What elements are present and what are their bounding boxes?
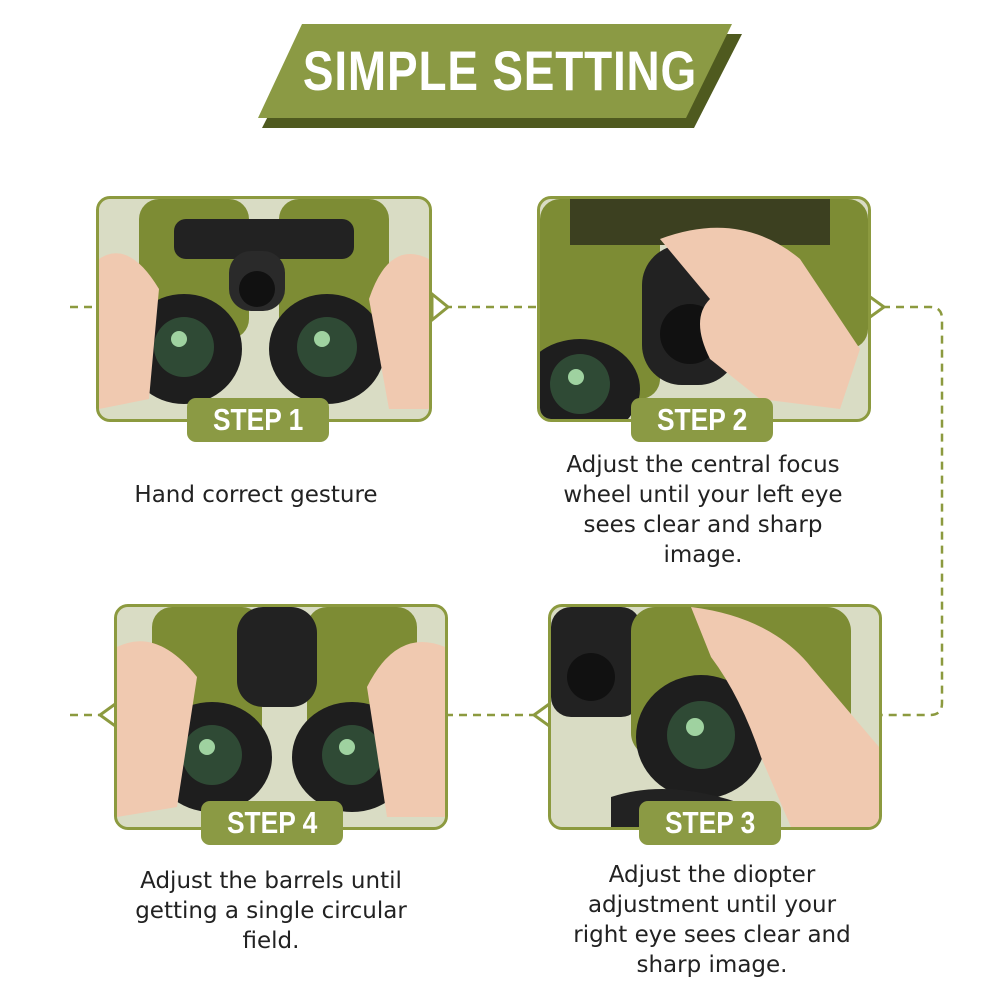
step-4-description: Adjust the barrels until getting a singl…: [135, 868, 407, 954]
step-1-description: Hand correct gesture: [134, 482, 378, 508]
title-banner: SIMPLE SETTING: [258, 22, 742, 132]
barrel-adjustment-photo: [117, 607, 445, 827]
hands-holding-binoculars-photo: [99, 199, 429, 419]
banner-shape: [258, 24, 742, 128]
step-2-badge: STEP 2: [631, 398, 773, 442]
step-4-label: STEP 4: [226, 805, 318, 840]
step-2-label: STEP 2: [656, 402, 748, 437]
step-3-card: [548, 604, 882, 830]
step-4-card: [114, 604, 448, 830]
step-1-badge: STEP 1: [187, 398, 329, 442]
step-4-badge: STEP 4: [201, 801, 343, 845]
focus-wheel-adjustment-photo: [540, 199, 868, 419]
diopter-adjustment-photo: [551, 607, 879, 827]
step-1-card: [96, 196, 432, 422]
step-3-description: Adjust the diopter adjustment until your…: [573, 862, 851, 978]
step-1-label: STEP 1: [212, 402, 304, 437]
step-3-label: STEP 3: [664, 805, 756, 840]
step-2-card: [537, 196, 871, 422]
step-2-description: Adjust the central focus wheel until you…: [563, 452, 843, 568]
page-title: SIMPLE SETTING: [302, 38, 698, 102]
step-3-badge: STEP 3: [639, 801, 781, 845]
